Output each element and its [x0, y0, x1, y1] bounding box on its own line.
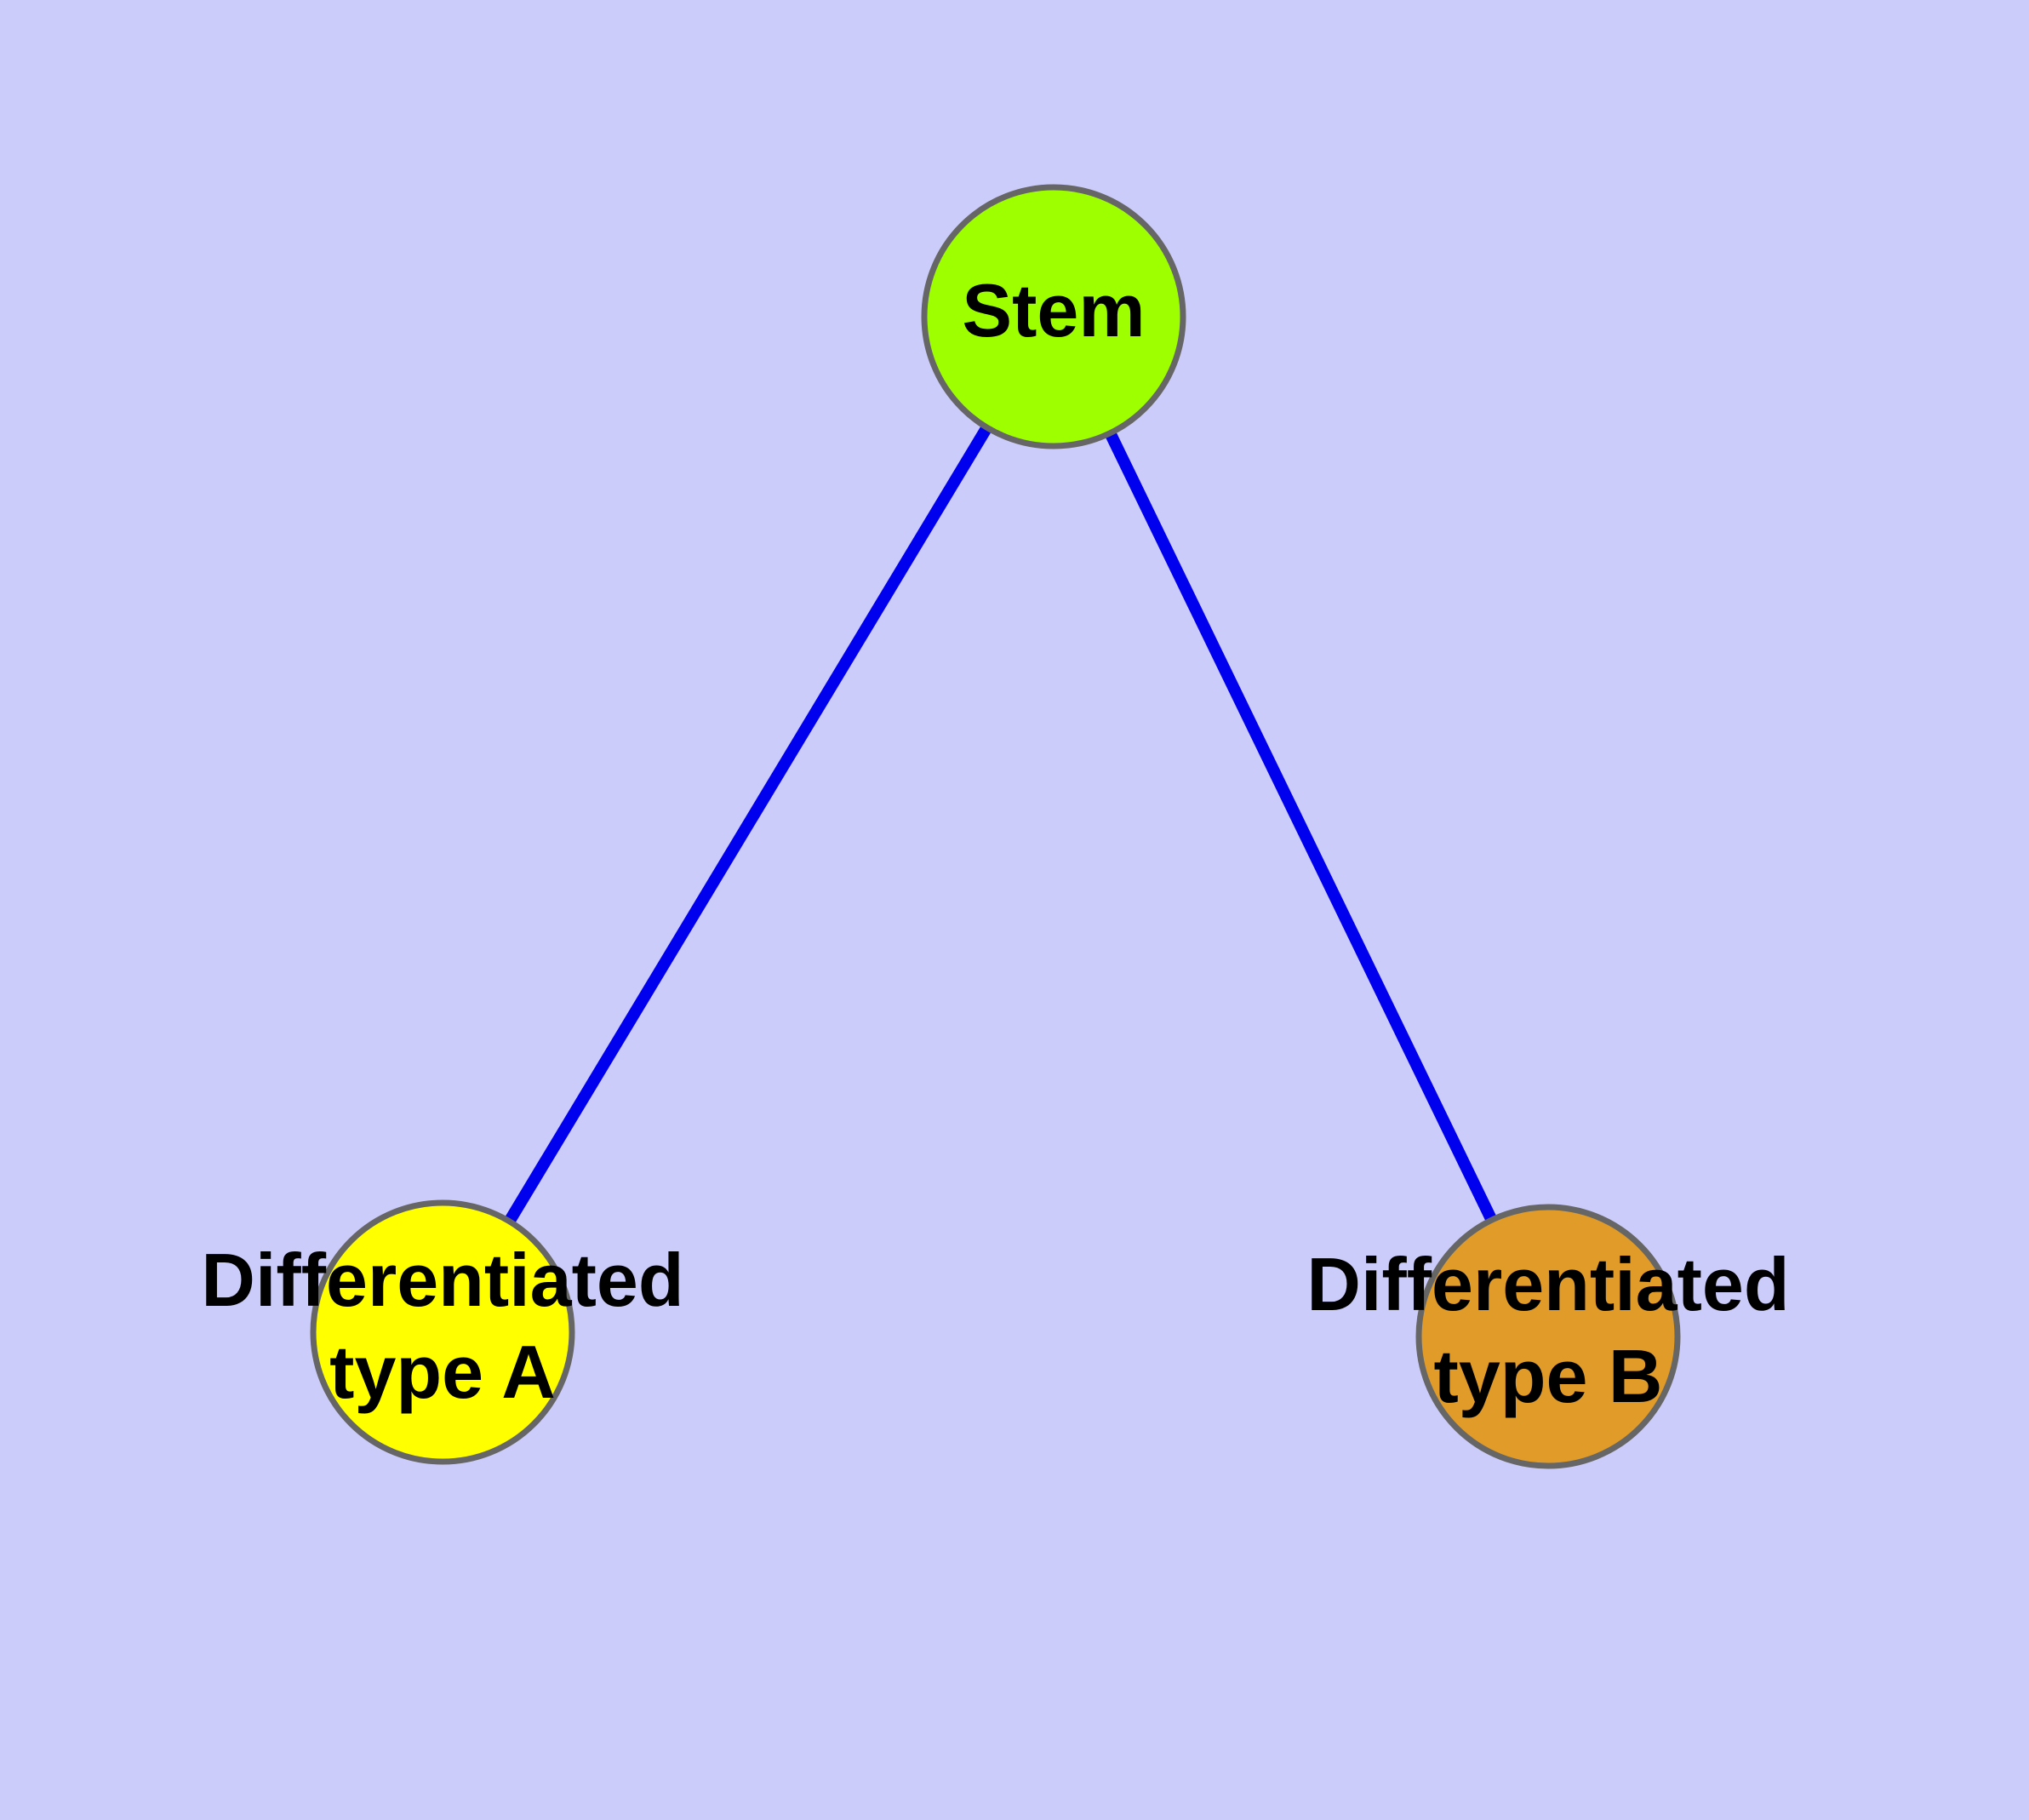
- node-label-line: type A: [329, 1330, 556, 1414]
- graph-edge[interactable]: [1048, 313, 1554, 1340]
- node-label-line: Stem: [962, 268, 1145, 352]
- edge-layer: [437, 313, 1554, 1340]
- graph-edge[interactable]: [437, 313, 1059, 1336]
- graph-node-stem[interactable]: [921, 184, 1186, 449]
- graph-node-diff-b[interactable]: [1415, 1204, 1681, 1469]
- node-label-line: Differentiated: [201, 1238, 683, 1322]
- node-label-stem: Stem: [962, 268, 1145, 352]
- node-label-line: type B: [1434, 1334, 1663, 1418]
- node-layer: [310, 184, 1681, 1469]
- graph-node-diff-a[interactable]: [310, 1199, 575, 1465]
- node-label-line: Differentiated: [1306, 1242, 1789, 1326]
